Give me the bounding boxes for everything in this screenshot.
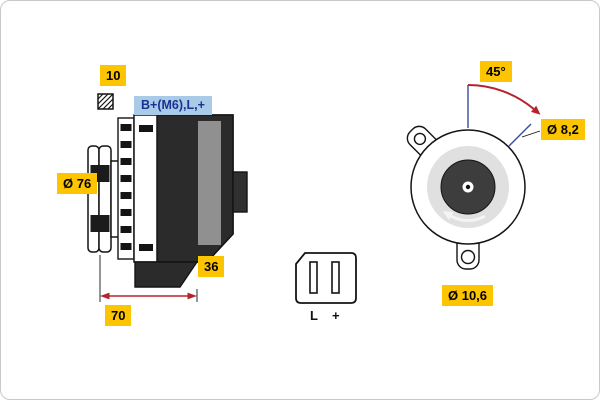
connector-plug (295, 252, 357, 304)
pulley-diameter-label: Ø 76 (57, 173, 98, 194)
housing-body (133, 114, 248, 288)
hole-top-diameter-label: Ø 8,2 (541, 119, 585, 140)
mounting-foot (134, 261, 199, 288)
dim-36-label: 36 (198, 256, 225, 277)
hole-bottom-diameter-label: Ø 10,6 (442, 285, 494, 306)
connector-pin-plus-label: + (332, 308, 340, 323)
alternator-side-view (87, 93, 248, 302)
connector-pin-plus (331, 261, 340, 294)
belt-width-label: 10 (100, 65, 127, 86)
connector-pin-l-label: L (310, 308, 318, 323)
mount-angle-label: 45° (480, 61, 512, 82)
alternator-front-view (406, 84, 541, 270)
angle-arc-45 (467, 84, 541, 147)
shaft-center (465, 184, 471, 190)
dim-70-label: 70 (105, 305, 132, 326)
fan-vent-stack (117, 117, 135, 260)
connector-pin-l (309, 261, 318, 294)
mounting-hole-bottom (460, 249, 476, 265)
rotation-arrow (442, 211, 486, 223)
terminal-designation-label: B+(M6),L,+ (134, 96, 212, 115)
pulley (87, 145, 120, 253)
hole-top-leader-line (521, 130, 541, 138)
mounting-hole-top (413, 132, 427, 146)
dimension-line-70 (99, 255, 198, 302)
belt-cross-section-icon (97, 93, 114, 110)
bplus-terminal-stud (232, 171, 248, 213)
